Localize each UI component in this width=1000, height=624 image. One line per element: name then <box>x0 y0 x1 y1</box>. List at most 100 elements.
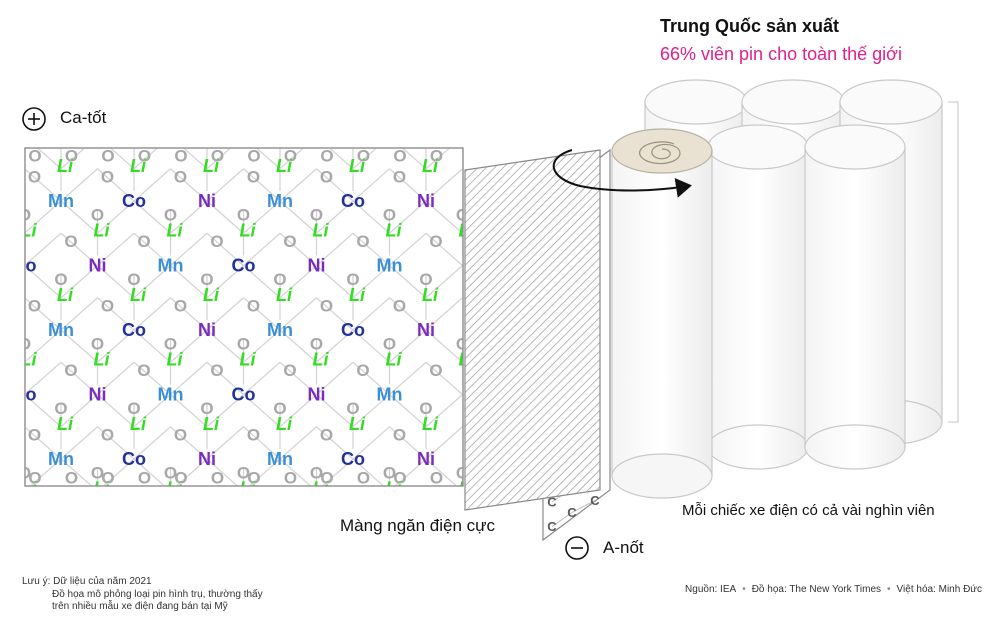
oxygen-atom: O <box>393 425 406 444</box>
oxygen-atom: O <box>429 361 442 380</box>
nickel-atom: Ni <box>198 449 216 469</box>
oxygen-atom: O <box>247 469 260 488</box>
oxygen-atom: O <box>283 490 296 509</box>
oxygen-atom: O <box>101 147 114 166</box>
oxygen-atom: O <box>320 296 333 315</box>
lithium-atom: Li <box>459 220 476 240</box>
lithium-atom: Li <box>349 285 366 305</box>
oxygen-atom: O <box>310 335 323 354</box>
oxygen-atom: O <box>356 490 369 509</box>
cobalt-atom: Co <box>232 385 256 405</box>
lithium-atom: Li <box>57 156 74 176</box>
lithium-atom: Li <box>422 414 439 434</box>
oxygen-atom: O <box>357 469 370 488</box>
footnote-line: Lưu ý: Dữ liệu của năm 2021 <box>22 576 152 587</box>
oxygen-atom: O <box>393 469 406 488</box>
lithium-atom: Li <box>276 414 293 434</box>
cobalt-atom: Co <box>122 449 146 469</box>
nickel-atom: Ni <box>198 191 216 211</box>
oxygen-atom: O <box>174 296 187 315</box>
lithium-atom: Li <box>240 349 257 369</box>
oxygen-atom: O <box>65 469 78 488</box>
cathode-panel: MnCoNiMnCoNiOOOOOOOOCoNiMnCoNiMnOOOOOOOO… <box>0 147 476 509</box>
manganese-atom: Mn <box>48 320 74 340</box>
cobalt-atom: Co <box>13 256 37 276</box>
oxygen-atom: O <box>28 167 41 186</box>
oxygen-atom: O <box>18 335 31 354</box>
oxygen-atom: O <box>28 469 41 488</box>
lithium-atom: Li <box>203 414 220 434</box>
lithium-atom: Li <box>167 220 184 240</box>
oxygen-atom: O <box>137 232 150 251</box>
oxygen-atom: O <box>64 490 77 509</box>
oxygen-atom: O <box>164 335 177 354</box>
nickel-atom: Ni <box>308 256 326 276</box>
lithium-atom: Li <box>386 478 403 498</box>
lithium-atom: Li <box>94 220 111 240</box>
oxygen-atom: O <box>356 361 369 380</box>
oxygen-atom: O <box>419 270 432 289</box>
battery-cell <box>804 124 906 470</box>
graphics-credit: Đồ họa: The New York Times <box>751 584 882 595</box>
credits: Nguồn: IEA•Đồ họa: The New York Times•Vi… <box>685 584 982 595</box>
oxygen-atom: O <box>64 361 77 380</box>
rotation-arrow <box>552 149 692 198</box>
manganese-atom: Mn <box>48 191 74 211</box>
lithium-atom: Li <box>349 414 366 434</box>
oxygen-atom: O <box>284 469 297 488</box>
oxygen-atom: O <box>237 335 250 354</box>
oxygen-atom: O <box>320 147 333 166</box>
oxygen-atom: O <box>456 335 469 354</box>
manganese-atom: Mn <box>158 385 184 405</box>
lithium-atom: Li <box>313 220 330 240</box>
source-credit: Nguồn: IEA <box>685 584 737 595</box>
lithium-atom: Li <box>422 156 439 176</box>
manganese-atom: Mn <box>267 191 293 211</box>
manganese-atom: Mn <box>158 256 184 276</box>
lithium-atom: Li <box>167 349 184 369</box>
manganese-atom: Mn <box>267 320 293 340</box>
carbon-atom: C <box>547 495 557 510</box>
cobalt-atom: Co <box>232 256 256 276</box>
oxygen-atom: O <box>64 232 77 251</box>
lithium-atom: Li <box>240 478 257 498</box>
oxygen-atom: O <box>0 490 5 509</box>
oxygen-atom: O <box>456 206 469 225</box>
cells-note-label: Mỗi chiếc xe điện có cả vài nghìn viên <box>682 502 935 519</box>
oxygen-atom: O <box>429 232 442 251</box>
oxygen-atom: O <box>419 399 432 418</box>
cobalt-atom: Co <box>341 449 365 469</box>
oxygen-atom: O <box>101 296 114 315</box>
carbon-atom: C <box>547 519 557 534</box>
lithium-atom: Li <box>386 349 403 369</box>
oxygen-atom: O <box>210 490 223 509</box>
oxygen-atom: O <box>137 361 150 380</box>
oxygen-atom: O <box>54 399 67 418</box>
carbon-atom: C <box>567 505 577 520</box>
oxygen-atom: O <box>430 147 443 166</box>
battery-cells-front <box>707 124 906 470</box>
spiral-roll <box>639 141 681 165</box>
oxygen-atom: O <box>28 425 41 444</box>
oxygen-atom: O <box>200 399 213 418</box>
oxygen-atom: O <box>393 296 406 315</box>
separator-label: Màng ngăn điện cực <box>340 516 496 535</box>
lithium-atom: Li <box>21 478 38 498</box>
oxygen-atom: O <box>237 464 250 483</box>
depth-bracket <box>948 101 959 423</box>
cobalt-atom: Co <box>122 191 146 211</box>
lithium-atom: Li <box>313 478 330 498</box>
oxygen-atom: O <box>174 167 187 186</box>
oxygen-atom: O <box>383 464 396 483</box>
headline: Trung Quốc sản xuất <box>660 16 840 36</box>
oxygen-atom: O <box>430 469 443 488</box>
lithium-atom: Li <box>0 156 1 176</box>
oxygen-atom: O <box>18 464 31 483</box>
oxygen-atom: O <box>356 232 369 251</box>
oxygen-atom: O <box>211 469 224 488</box>
oxygen-atom: O <box>54 270 67 289</box>
oxygen-atom: O <box>273 270 286 289</box>
lithium-atom: Li <box>130 285 147 305</box>
lithium-atom: Li <box>203 156 220 176</box>
